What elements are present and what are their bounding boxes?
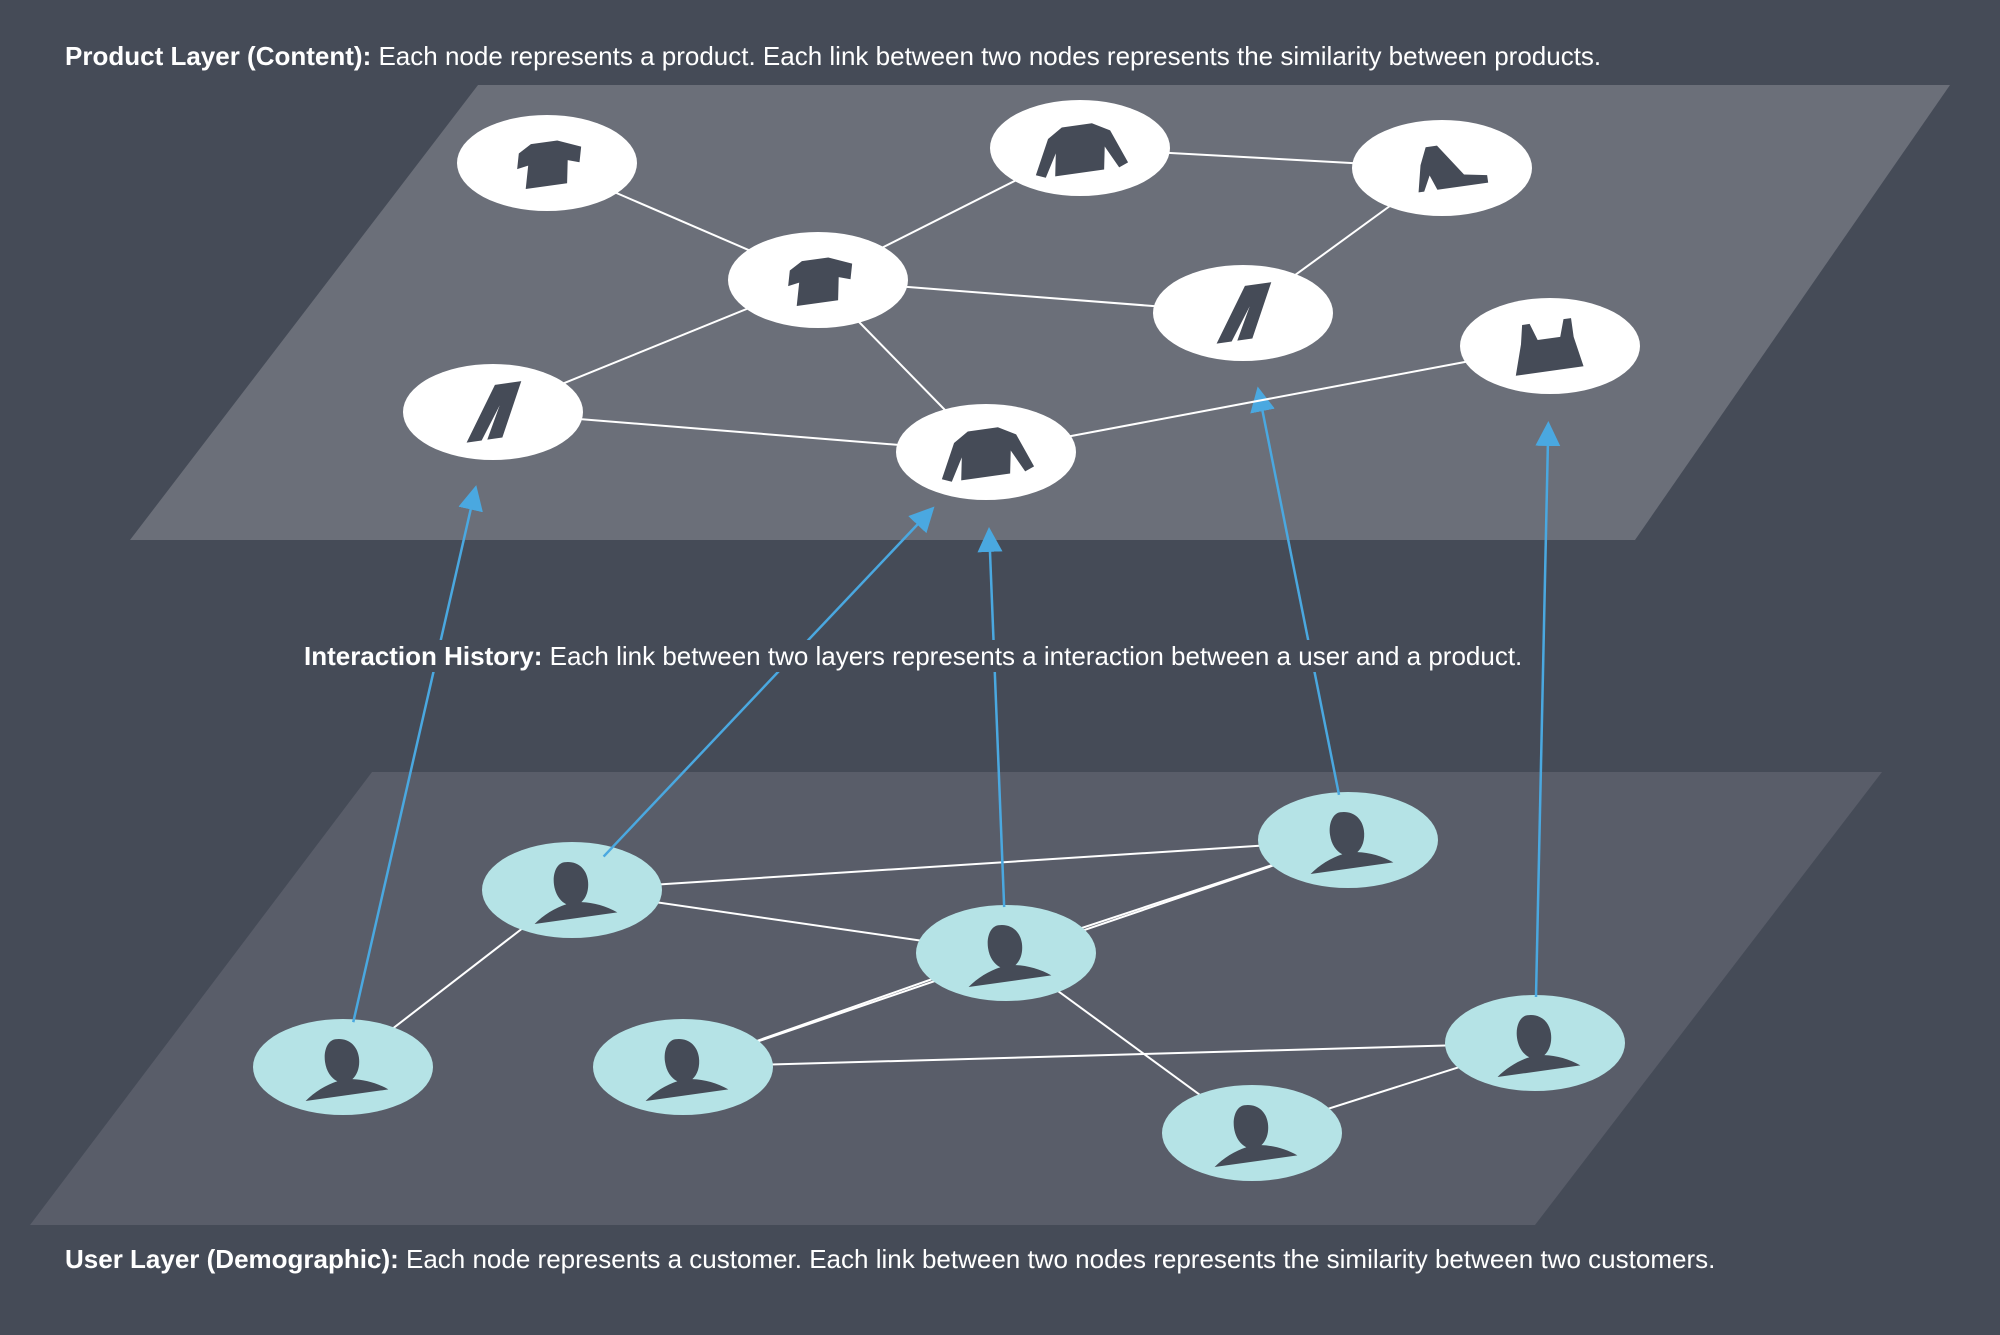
product-node-p2[interactable]: [990, 100, 1170, 196]
product-node-p8[interactable]: [1460, 298, 1640, 394]
interaction-history-caption: Interaction History: Each link between t…: [300, 640, 1527, 672]
tank-top-icon: [1515, 318, 1584, 376]
product-nodes: [403, 100, 1640, 500]
person-silhouette-icon: [1310, 812, 1394, 875]
interaction-history-links: [352, 386, 1561, 1023]
user-link-u1-u2: [571, 839, 1349, 891]
user-node-u5[interactable]: [593, 1019, 773, 1115]
interaction-link-u1-p7: [602, 506, 935, 858]
pants-icon: [1216, 282, 1272, 344]
user-node-u2[interactable]: [1258, 792, 1438, 888]
product-node-p4[interactable]: [728, 232, 908, 328]
user-link-u7-u8: [682, 1042, 1536, 1068]
sweater-icon: [1035, 123, 1129, 178]
user-nodes: [253, 792, 1625, 1181]
user-layer-caption: User Layer (Demographic): Each node repr…: [65, 1243, 1715, 1275]
person-silhouette-icon: [645, 1039, 729, 1102]
person-silhouette-icon: [968, 925, 1052, 988]
tshirt-icon: [517, 140, 582, 190]
high-heel-shoe-icon: [1418, 145, 1489, 193]
user-layer-caption-text: Each node represents a customer. Each li…: [398, 1244, 1716, 1274]
interaction-history-caption-text: Each link between two layers represents …: [542, 641, 1523, 671]
interaction-link-u7-p8: [1534, 420, 1561, 998]
product-layer-caption: Product Layer (Content): Each node repre…: [65, 40, 1601, 72]
interaction-history-caption-label: Interaction History:: [304, 641, 543, 671]
person-silhouette-icon: [534, 862, 618, 925]
product-node-p5[interactable]: [1153, 265, 1333, 361]
user-node-u6[interactable]: [1162, 1085, 1342, 1181]
product-node-p3[interactable]: [1352, 120, 1532, 216]
product-layer-caption-text: Each node represents a product. Each lin…: [371, 41, 1602, 71]
user-node-u7[interactable]: [1445, 995, 1625, 1091]
tshirt-icon: [788, 257, 853, 307]
user-layer-plane: [30, 772, 1882, 1225]
interaction-link-u4-p7: [977, 526, 1006, 908]
product-link-p7-p8: [985, 345, 1551, 453]
product-layer-caption-label: Product Layer (Content):: [65, 41, 372, 71]
user-node-u1[interactable]: [482, 842, 662, 938]
user-layer-caption-label: User Layer (Demographic):: [65, 1244, 399, 1274]
product-node-p7[interactable]: [896, 404, 1076, 500]
person-silhouette-icon: [1214, 1105, 1298, 1168]
product-node-p1[interactable]: [457, 115, 637, 211]
interaction-link-u3-p6: [352, 485, 483, 1023]
user-node-u4[interactable]: [916, 905, 1096, 1001]
person-silhouette-icon: [305, 1039, 389, 1102]
product-node-p6[interactable]: [403, 364, 583, 460]
sweater-icon: [941, 427, 1035, 482]
interaction-link-u2-p5: [1250, 386, 1341, 796]
pants-icon: [466, 381, 522, 443]
user-node-u3[interactable]: [253, 1019, 433, 1115]
person-silhouette-icon: [1497, 1015, 1581, 1078]
